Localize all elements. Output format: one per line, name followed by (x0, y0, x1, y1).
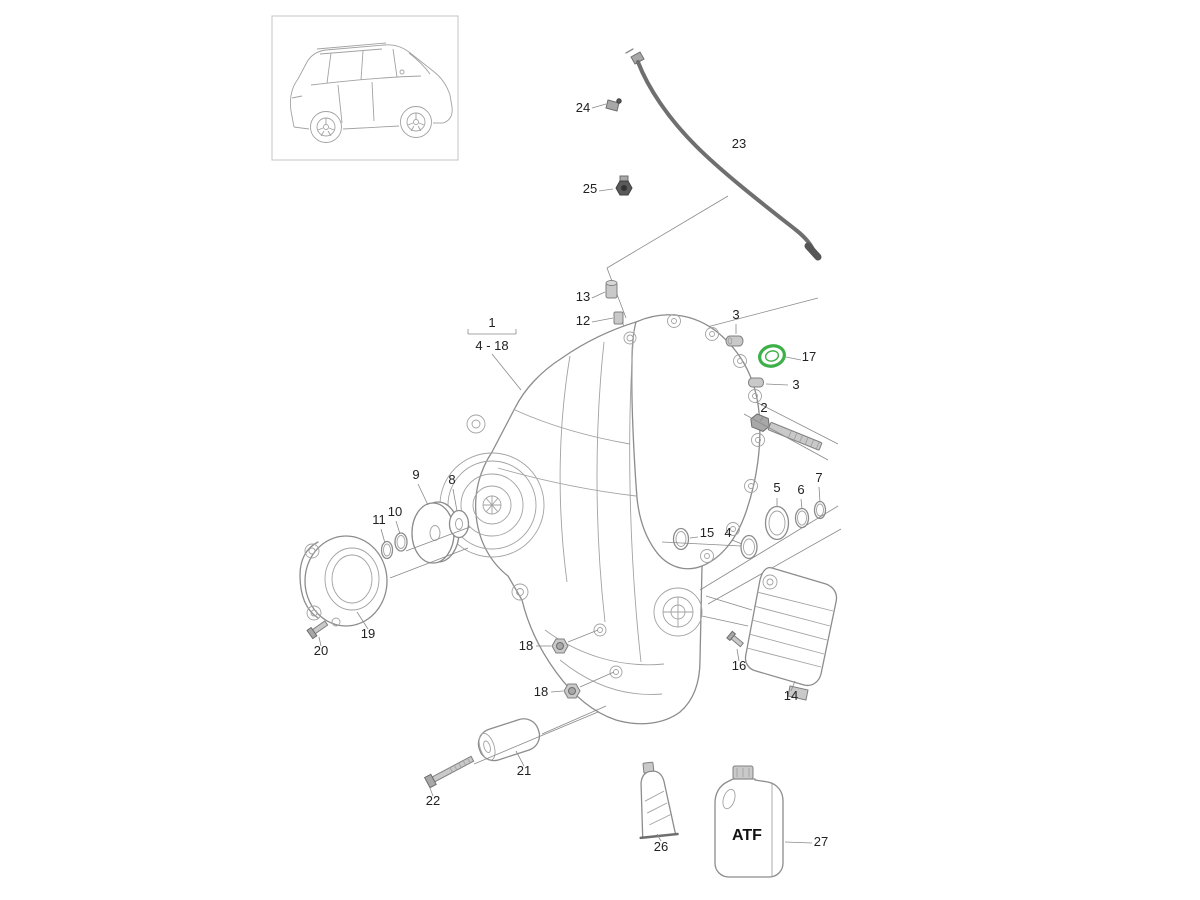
part-ring-10 (394, 520, 408, 552)
part-breather-plug (598, 175, 633, 196)
callout-13: 13 (576, 289, 590, 304)
callout-21: 21 (517, 763, 531, 778)
callout-2: 2 (760, 400, 767, 415)
atf-bottle-label: ATF (732, 827, 762, 844)
callout-27: 27 (814, 834, 828, 849)
part-seal-5 (764, 498, 790, 541)
part-atf-bottle-27: ATF (714, 765, 813, 878)
callout-18-upper: 18 (519, 638, 533, 653)
rear-output-shaft (653, 587, 703, 637)
callout-11: 11 (372, 512, 386, 527)
callout-19: 19 (361, 626, 375, 641)
housing-bolt-ears (466, 314, 765, 601)
callout-4-18: 4 - 18 (475, 338, 508, 353)
assembly-bracket (467, 329, 522, 391)
leader-17 (785, 356, 802, 361)
part-bolt-22 (423, 755, 475, 797)
callout-3-upper: 3 (732, 307, 739, 322)
vehicle-thumbnail (271, 15, 459, 161)
part-ring-4 (731, 534, 758, 560)
leader-26 (656, 833, 662, 842)
callout-labels: 24 23 25 13 12 1 4 - 18 3 17 3 2 9 8 11 … (314, 100, 828, 854)
callout-7: 7 (815, 470, 822, 485)
callout-3-lower: 3 (792, 377, 799, 392)
part-cover-19 (299, 535, 469, 630)
wheel-icon (310, 106, 432, 143)
callout-26: 26 (654, 839, 668, 854)
part-plug-18-upper (536, 629, 599, 654)
part-bushing-3-lower (748, 377, 789, 388)
callout-4: 4 (724, 525, 731, 540)
callout-9: 9 (412, 467, 419, 482)
callout-25: 25 (583, 181, 597, 196)
part-sealant-tube-26 (639, 761, 679, 840)
callout-17: 17 (802, 349, 816, 364)
callout-18-lower: 18 (534, 684, 548, 699)
callout-22: 22 (426, 793, 440, 808)
callout-12: 12 (576, 313, 590, 328)
part-damper-21 (473, 705, 607, 767)
callout-20: 20 (314, 643, 328, 658)
part-ring-11 (380, 528, 394, 560)
part-bolt-16 (726, 630, 744, 662)
part-pin-13 (591, 280, 618, 299)
part-breather-tube (625, 48, 822, 261)
part-washer-8 (448, 488, 470, 539)
part-ring-15 (672, 527, 699, 551)
axis-line-left (405, 526, 471, 552)
callout-5: 5 (773, 480, 780, 495)
part-bolt-20 (306, 620, 329, 647)
axis-lines-right (661, 505, 842, 605)
callout-23: 23 (732, 136, 746, 151)
part-ring-6 (794, 498, 810, 529)
callout-14: 14 (784, 688, 798, 703)
transfer-case-housing (439, 314, 765, 725)
callout-24: 24 (576, 100, 590, 115)
part-seal-17-highlighted (758, 344, 786, 368)
callout-6: 6 (797, 482, 804, 497)
part-bushing-3-upper (725, 324, 744, 347)
pointer-lines-tube (606, 195, 819, 333)
callout-8: 8 (448, 472, 455, 487)
part-plug-18-lower (550, 671, 615, 699)
part-ring-7 (813, 486, 827, 520)
callout-10: 10 (388, 504, 402, 519)
part-bolt-2 (743, 401, 839, 461)
part-washer-9 (411, 483, 460, 564)
callout-1: 1 (488, 315, 495, 330)
part-clip (591, 98, 622, 112)
callout-16: 16 (732, 658, 746, 673)
part-actuator-14 (701, 566, 838, 701)
callout-15: 15 (700, 525, 714, 540)
